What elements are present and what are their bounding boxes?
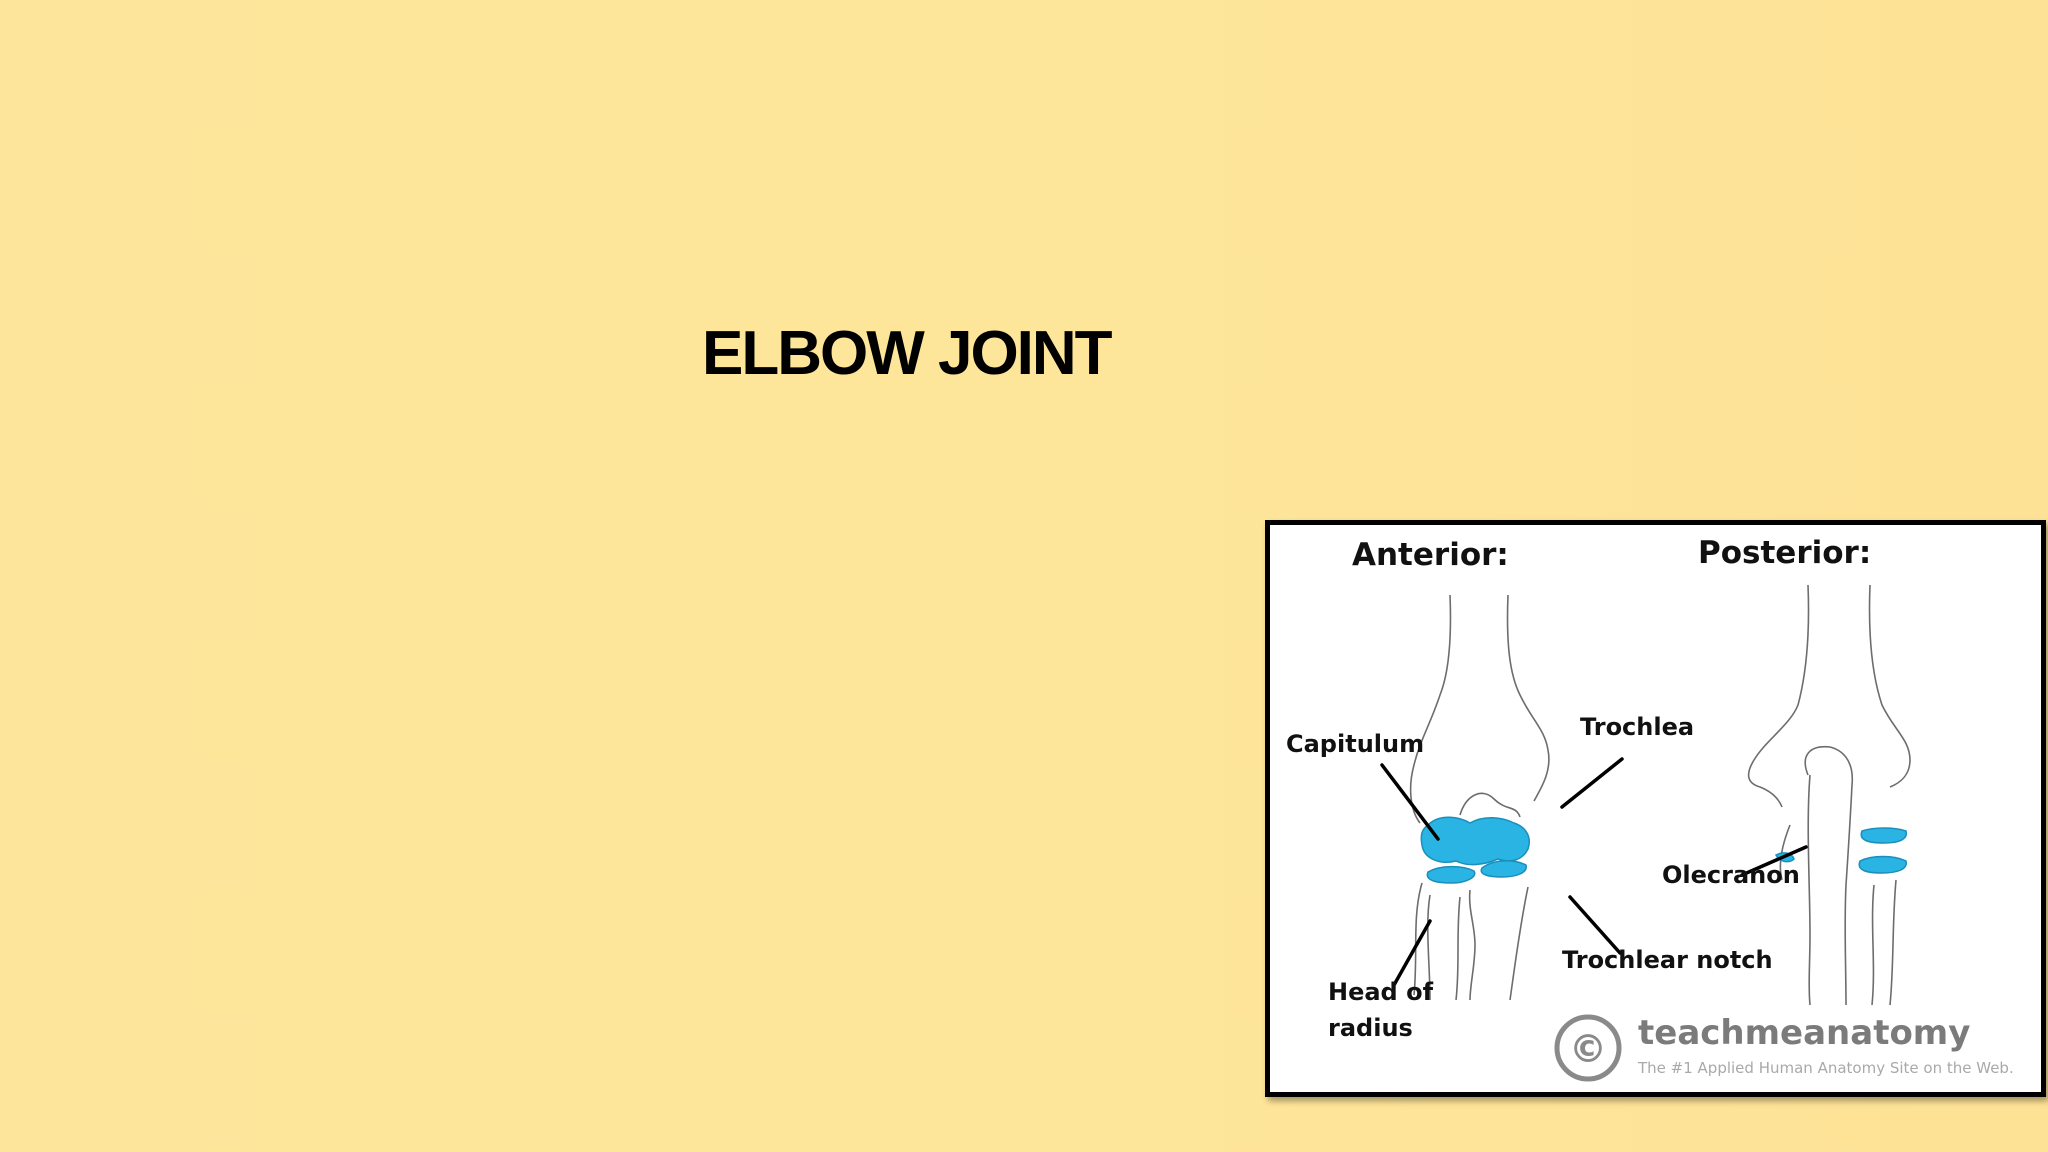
head-of-radius-pointer <box>1392 919 1432 987</box>
copyright-icon <box>1554 1014 1622 1082</box>
copyright-symbol: © <box>1569 1027 1607 1071</box>
elbow-diagram-svg: Anterior: Posterior: <box>1286 535 2014 1082</box>
watermark-brand: teachmeanatomy <box>1638 1013 1970 1053</box>
posterior-olecranon-ulna <box>1779 746 1897 1006</box>
posterior-heading: Posterior: <box>1698 535 1871 571</box>
slide-title: ELBOW JOINT <box>702 319 1113 388</box>
teachmeanatomy-watermark: © teachmeanatomy The #1 Applied Human An… <box>1554 1013 2014 1082</box>
anterior-cartilage <box>1420 816 1530 884</box>
anterior-humerus <box>1409 594 1550 824</box>
head-of-radius-label-line2: radius <box>1328 1014 1413 1042</box>
anterior-heading: Anterior: <box>1352 537 1509 573</box>
olecranon-pointer <box>1740 845 1808 877</box>
capitulum-pointer <box>1380 763 1440 841</box>
capitulum-label: Capitulum <box>1286 730 1424 758</box>
head-of-radius-label-line1: Head of <box>1328 978 1434 1006</box>
posterior-humerus <box>1747 584 1911 808</box>
trochlea-label: Trochlea <box>1580 713 1694 741</box>
anterior-radius-ulna <box>1413 882 1529 1001</box>
trochlear-notch-label: Trochlear notch <box>1562 946 1773 974</box>
olecranon-label: Olecranon <box>1662 861 1800 889</box>
trochlea-pointer <box>1560 757 1624 809</box>
trochlear-notch-pointer <box>1568 895 1622 955</box>
watermark-tagline: The #1 Applied Human Anatomy Site on the… <box>1637 1059 2014 1077</box>
elbow-diagram: Anterior: Posterior: <box>1265 520 2046 1097</box>
